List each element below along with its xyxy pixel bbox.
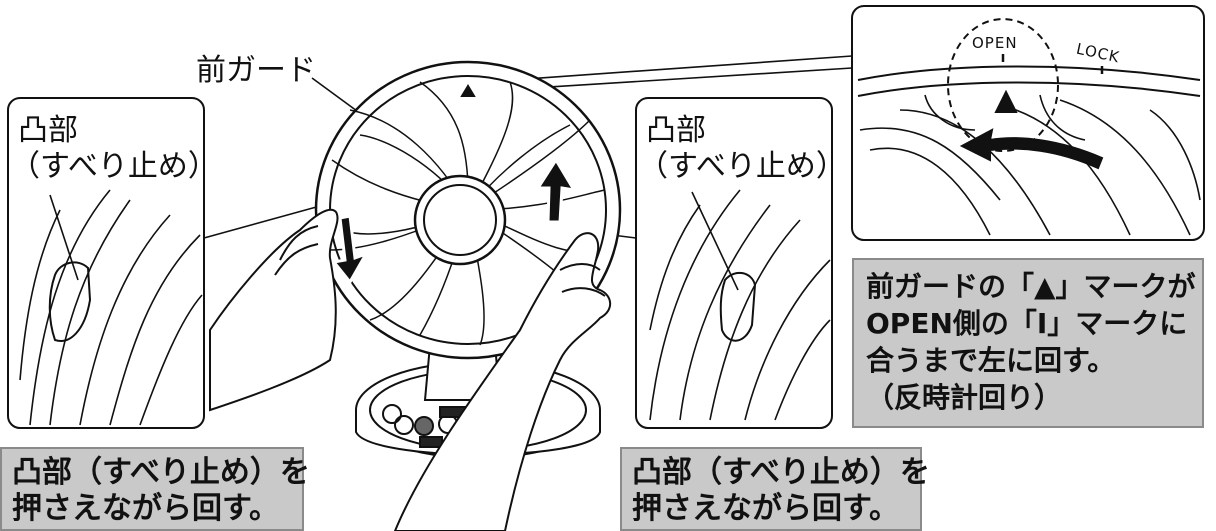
right-instruction-line1: 凸部（すべり止め）を [632, 455, 930, 490]
left-detail-blades [19, 189, 203, 426]
right-hand-icon [393, 232, 612, 531]
right-boss-label-line2: （すべり止め） [638, 149, 846, 184]
rotate-arrow-up-icon [535, 157, 577, 224]
turn-instruction-line1: 前ガードの「▲」マークが [866, 270, 1196, 303]
fan-head [314, 60, 622, 360]
left-instruction-box: 凸部（すべり止め）を 押さえながら回す。 [0, 447, 310, 531]
left-boss-label-line2: （すべり止め） [10, 149, 218, 184]
right-instruction-line2: 押さえながら回す。 [632, 491, 899, 526]
triangle-mark-icon [994, 89, 1018, 113]
turn-instruction-box: 前ガードの「▲」マークが OPEN側の「Ⅰ」マークに 合うまで左に回す。 （反時… [852, 258, 1204, 428]
left-instruction-line2: 押さえながら回す。 [12, 491, 279, 526]
turn-left-arrow-icon [959, 128, 1104, 170]
left-boss-shape [48, 261, 92, 342]
left-boss-label-line1: 凸部 [18, 113, 78, 148]
left-instruction-line1: 凸部（すべり止め）を [12, 455, 310, 490]
right-detail-panel [635, 97, 833, 429]
front-guard-label: 前ガード [196, 53, 316, 88]
turn-instruction-line3: 合うまで左に回す。 [866, 344, 1116, 377]
rotate-arrow-down-icon [331, 214, 370, 285]
zoom-circle [947, 18, 1059, 152]
right-detail-blades [649, 189, 831, 421]
zoom-detail-panel [851, 5, 1205, 241]
right-boss-shape [719, 271, 757, 342]
right-instruction-box: 凸部（すべり止め）を 押さえながら回す。 [620, 447, 930, 531]
right-boss-label-line1: 凸部 [646, 113, 706, 148]
turn-instruction-line2: OPEN側の「Ⅰ」マークに [866, 307, 1188, 340]
open-mark-label: OPEN [972, 34, 1018, 52]
left-hand-icon [209, 208, 339, 412]
left-detail-panel [7, 97, 205, 429]
turn-instruction-line4: （反時計回り） [866, 381, 1063, 414]
